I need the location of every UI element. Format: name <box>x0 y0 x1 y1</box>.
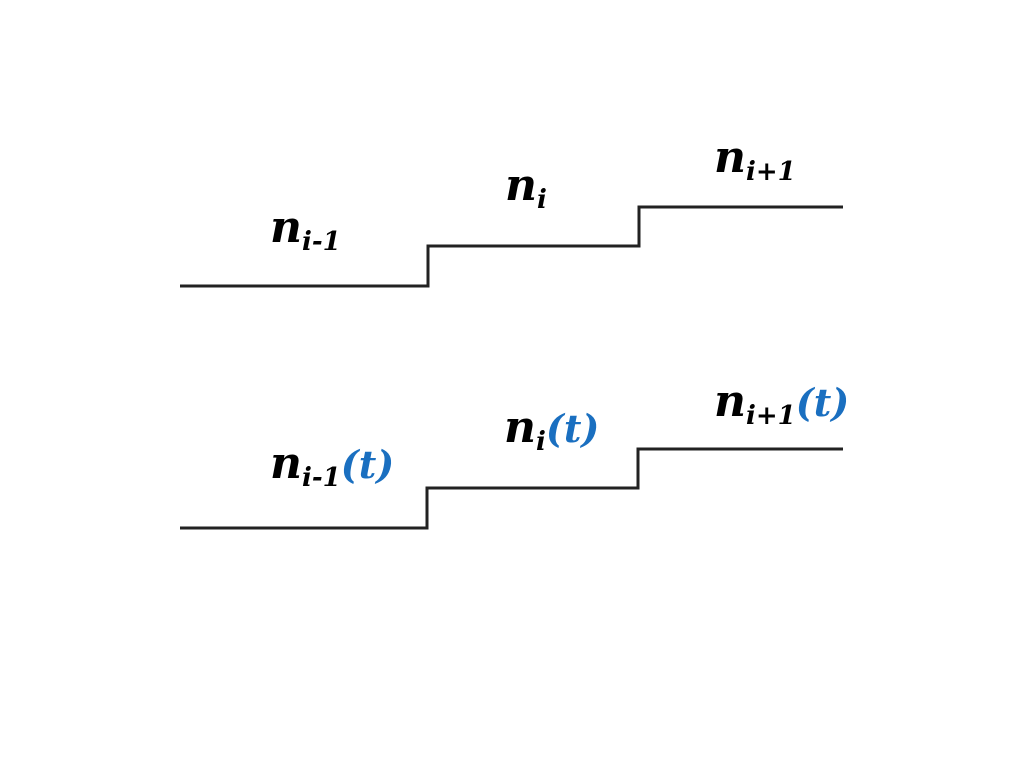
bottom-profile: ni-1(t) ni(t) ni+1(t) <box>180 376 849 530</box>
label-n-i-plus-1-of-t: ni+1(t) <box>714 376 849 431</box>
top-step-line <box>180 205 843 288</box>
label-n-i-minus-1-of-t: ni-1(t) <box>270 438 394 493</box>
label-n-i-minus-1: ni-1 <box>270 202 341 257</box>
label-n-i: ni <box>505 160 547 215</box>
top-profile: ni-1 ni ni+1 <box>180 132 843 288</box>
label-n-i-plus-1: ni+1 <box>714 132 796 187</box>
bottom-step-line <box>180 447 843 530</box>
label-n-i-of-t: ni(t) <box>504 402 599 457</box>
